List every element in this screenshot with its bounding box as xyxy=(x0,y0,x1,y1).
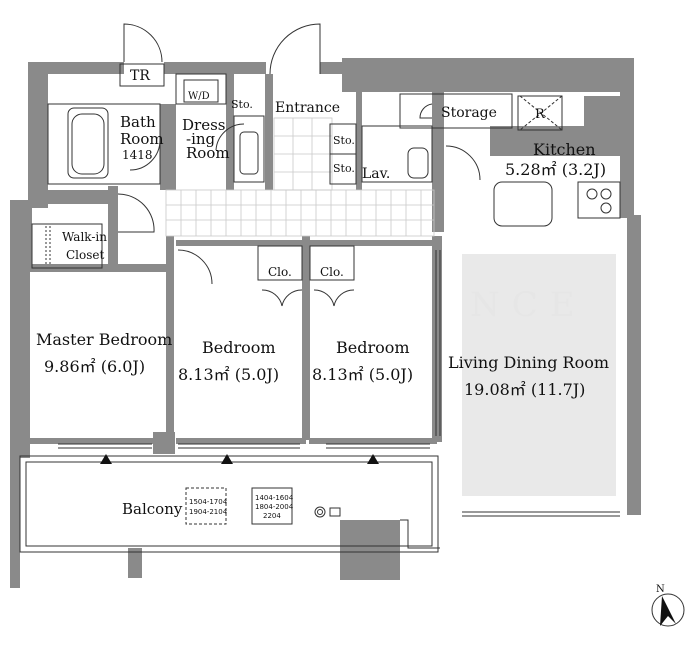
doors xyxy=(117,23,481,307)
label-kitchen: Kitchen xyxy=(533,140,596,159)
walls xyxy=(10,58,641,588)
hatch-2-line-3: 2204 xyxy=(263,512,281,520)
living-room-fill xyxy=(462,254,616,496)
compass-label: N xyxy=(656,584,665,595)
label-bedroom-2: Bedroom xyxy=(336,338,410,357)
label-bedroom-1: Bedroom xyxy=(202,338,276,357)
label-living-area: 19.08㎡ (11.7J) xyxy=(464,380,585,399)
label-tr: TR xyxy=(130,68,150,84)
label-storage: Storage xyxy=(441,105,497,121)
label-sto-1: Sto. xyxy=(333,134,355,147)
label-bath-2: Room xyxy=(120,130,164,148)
label-bath-code: 1418 xyxy=(122,148,153,162)
watermark: NCE xyxy=(470,285,587,325)
label-sto-dressing: Sto. xyxy=(231,98,253,111)
tile-floor xyxy=(165,117,435,237)
label-bedroom-2-area: 8.13㎡ (5.0J) xyxy=(312,365,413,384)
room-lines xyxy=(19,73,621,553)
balcony-arrows xyxy=(100,454,379,464)
label-clo-1: Clo. xyxy=(268,265,292,279)
label-master-bedroom: Master Bedroom xyxy=(36,330,172,349)
hatch-1-line-2: 1904-2104 xyxy=(189,508,228,516)
label-sto-2: Sto. xyxy=(333,162,355,175)
label-clo-2: Clo. xyxy=(320,265,344,279)
label-bedroom-1-area: 8.13㎡ (5.0J) xyxy=(178,365,279,384)
label-wd: W/D xyxy=(188,91,210,102)
label-dressing-3: Room xyxy=(186,144,230,162)
label-lav: Lav. xyxy=(362,166,390,182)
label-dressing-1: Dress xyxy=(182,116,225,134)
hatch-1-line-1: 1504-1704 xyxy=(189,498,228,506)
label-dressing-2: -ing xyxy=(186,130,216,148)
label-balcony: Balcony xyxy=(122,500,183,518)
hatch-2-line-2: 1804-2004 xyxy=(255,503,294,511)
label-r: R xyxy=(535,107,546,122)
label-bath: Bath xyxy=(120,113,156,131)
hatch-2-line-1: 1404-1604 xyxy=(255,494,294,502)
label-master-area: 9.86㎡ (6.0J) xyxy=(44,357,145,376)
label-walkin-2: Closet xyxy=(66,248,105,262)
compass-icon: N xyxy=(651,584,685,627)
label-entrance: Entrance xyxy=(275,100,340,116)
label-walkin-1: Walk-in xyxy=(62,230,107,244)
label-living-dining: Living Dining Room xyxy=(448,353,609,372)
label-kitchen-area: 5.28㎡ (3.2J) xyxy=(505,160,606,179)
